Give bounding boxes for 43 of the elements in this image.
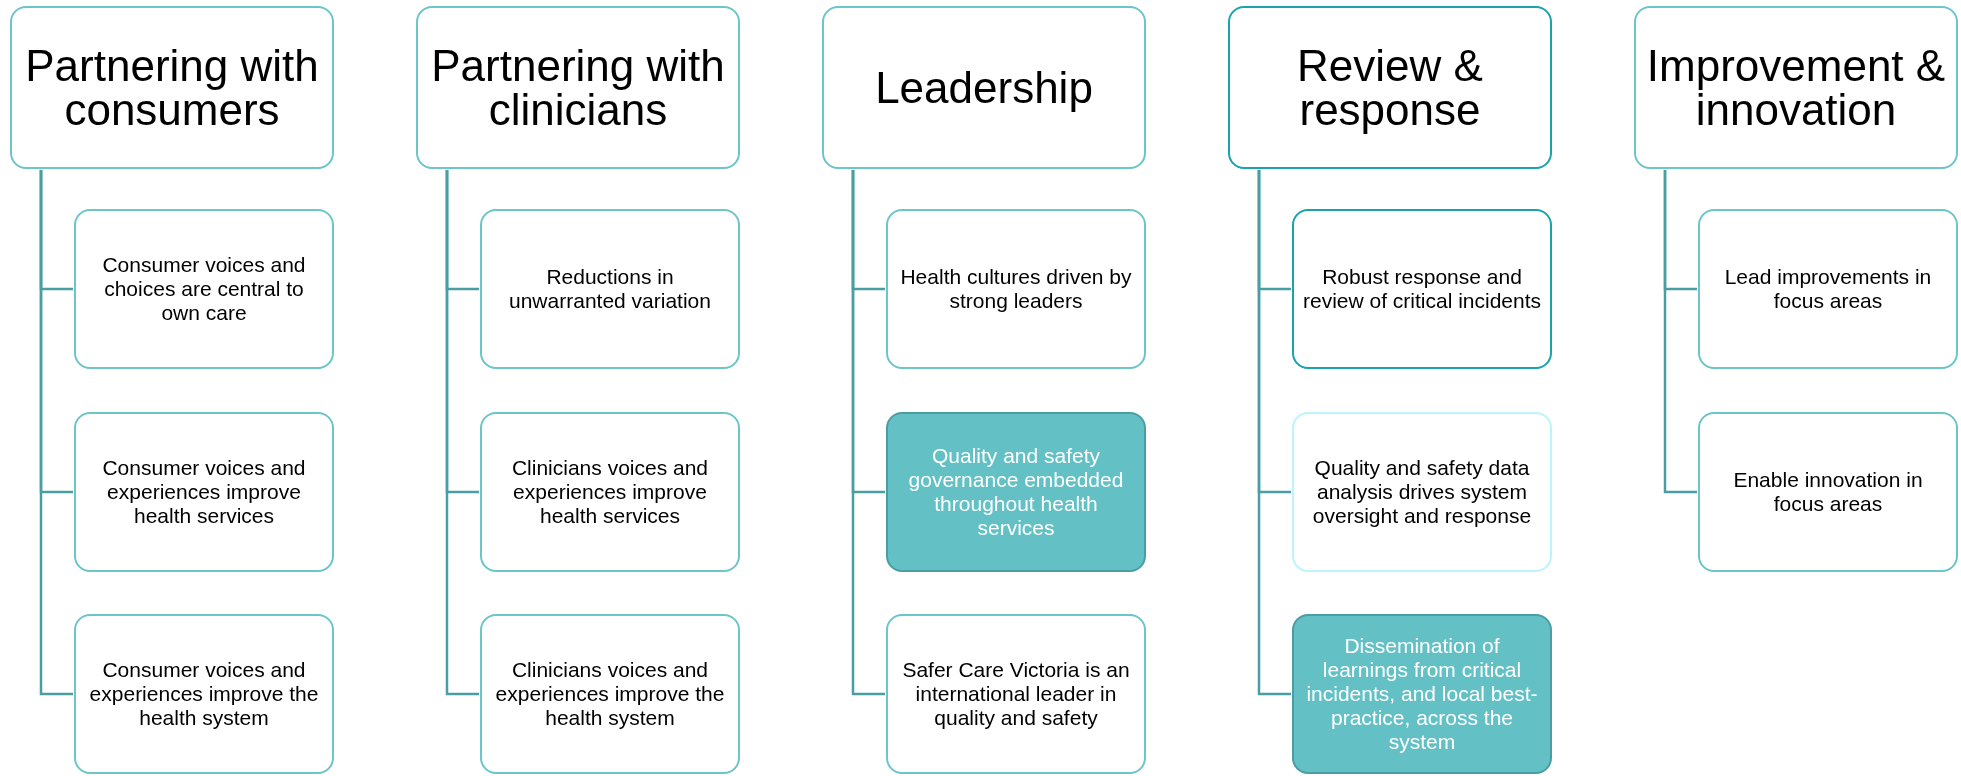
category-box bbox=[416, 6, 740, 169]
goal-text: Quality and safety data analysis drives system oversight and response bbox=[1311, 455, 1533, 529]
goal-box bbox=[1698, 209, 1958, 369]
goal-box bbox=[1698, 412, 1958, 572]
goal-box bbox=[74, 614, 334, 774]
goal-box bbox=[886, 412, 1146, 572]
goal-text: Robust response and review of critical incidents bbox=[1302, 264, 1542, 314]
category-title: Partnering with clinicians bbox=[430, 43, 726, 132]
goal-box bbox=[480, 209, 740, 369]
goal-box bbox=[1292, 614, 1552, 774]
category-title: Leadership bbox=[875, 65, 1093, 110]
category-box bbox=[10, 6, 334, 169]
goal-text: Consumer voices and experiences improve health services bbox=[101, 455, 307, 529]
goal-text: Health cultures driven by strong leaders bbox=[899, 264, 1133, 314]
category-box bbox=[1634, 6, 1958, 169]
category-title: Review & response bbox=[1296, 43, 1484, 132]
goal-text: Quality and safety governance embedded throughout health services bbox=[907, 443, 1125, 541]
connector-line bbox=[39, 170, 73, 696]
goal-box bbox=[886, 209, 1146, 369]
goal-box bbox=[74, 209, 334, 369]
category-title: Improvement & innovation bbox=[1645, 43, 1947, 132]
goal-text: Safer Care Victoria is an international leader in quality and safety bbox=[901, 657, 1131, 731]
goal-text: Consumer voices and experiences improve the health system bbox=[88, 657, 320, 731]
goal-box bbox=[886, 614, 1146, 774]
goal-text: Enable innovation in focus areas bbox=[1732, 467, 1924, 517]
category-box bbox=[822, 6, 1146, 169]
category-title: Partnering with consumers bbox=[24, 43, 320, 132]
connector-line bbox=[1663, 170, 1697, 494]
goal-box bbox=[74, 412, 334, 572]
goal-box bbox=[1292, 209, 1552, 369]
goal-text: Clinicians voices and experiences improve the health system bbox=[494, 657, 726, 731]
goal-box bbox=[480, 614, 740, 774]
category-box bbox=[1228, 6, 1552, 169]
goal-text: Clinicians voices and experiences improve health services bbox=[510, 455, 710, 529]
goal-text: Lead improvements in focus areas bbox=[1723, 264, 1933, 314]
connector-line bbox=[445, 170, 479, 696]
goal-text: Reductions in unwarranted variation bbox=[508, 264, 712, 314]
connector-line bbox=[1257, 170, 1291, 696]
connector-line bbox=[851, 170, 885, 696]
goal-text: Dissemination of learnings from critical incidents, and local best-practice, across the system bbox=[1305, 633, 1539, 755]
goal-text: Consumer voices and choices are central to own care bbox=[101, 252, 307, 326]
goal-box bbox=[480, 412, 740, 572]
goal-box bbox=[1292, 412, 1552, 572]
